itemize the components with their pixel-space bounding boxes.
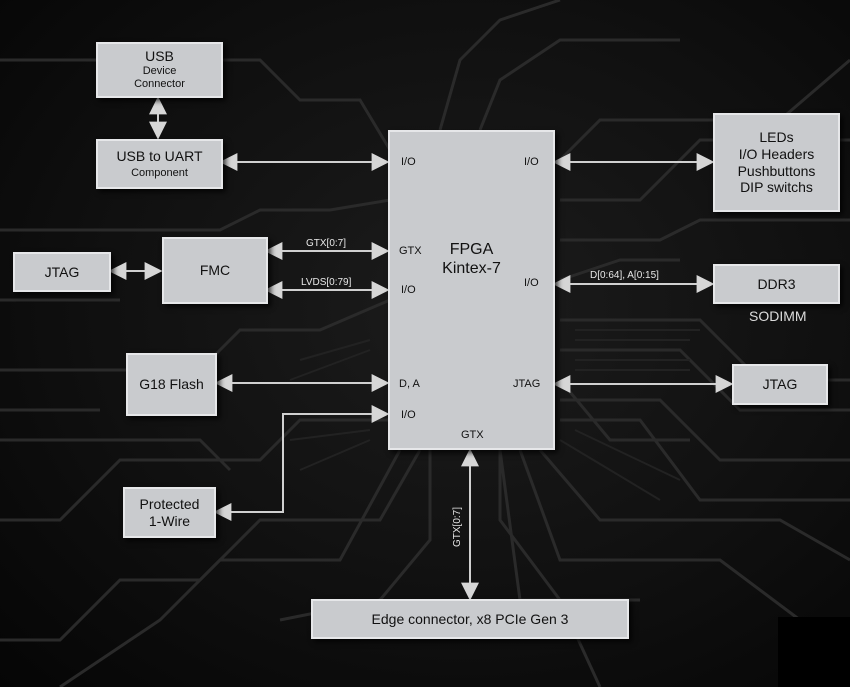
leds-io-block: LEDs I/O Headers Pushbuttons DIP switchs xyxy=(713,113,840,212)
fpga-port-io-right-mid: I/O xyxy=(524,277,539,289)
protected-1wire-block: Protected 1-Wire xyxy=(123,487,216,538)
wire-label-pcie-gtx: GTX[0:7] xyxy=(452,506,464,548)
fpga-port-io-right-top: I/O xyxy=(524,156,539,168)
wire-label-ddr3-bus: D[0:64], A[0:15] xyxy=(590,270,659,281)
leds-line4: DIP switchs xyxy=(740,179,813,196)
ddr3-block: DDR3 xyxy=(713,264,840,304)
fpga-title: FPGA xyxy=(449,241,494,258)
usb-to-uart-block: USB to UART Component xyxy=(96,139,223,189)
fpga-port-io-left-bottom: I/O xyxy=(401,409,416,421)
usb-device-line2: Device xyxy=(142,65,177,78)
edge-connector-label: Edge connector, x8 PCIe Gen 3 xyxy=(371,610,569,627)
fpga-port-io-left-mid: I/O xyxy=(401,284,416,296)
wire-label-fmc-lvds: LVDS[0:79] xyxy=(301,277,352,288)
leds-line3: Pushbuttons xyxy=(737,162,816,179)
g18-flash-block: G18 Flash xyxy=(126,353,217,416)
jtag-left-block: JTAG xyxy=(13,252,111,292)
jtag-right-block: JTAG xyxy=(732,364,828,405)
protected-line2: 1-Wire xyxy=(148,512,191,529)
jtag-left-label: JTAG xyxy=(44,263,80,280)
wire-protected-fpga xyxy=(213,405,390,521)
fmc-block: FMC xyxy=(162,237,268,304)
ddr3-sodimm-label: SODIMM xyxy=(749,308,807,324)
fpga-subtitle: Kintex-7 xyxy=(442,260,501,278)
g18-flash-label: G18 Flash xyxy=(139,376,204,393)
edge-connector-pcie-block: Edge connector, x8 PCIe Gen 3 xyxy=(311,599,629,639)
fpga-kintex7-block: FPGA Kintex-7 xyxy=(388,130,555,450)
usb-uart-title: USB to UART xyxy=(116,147,203,164)
leds-line2: I/O Headers xyxy=(738,145,815,162)
usb-device-line3: Connector xyxy=(134,78,185,91)
ddr3-label: DDR3 xyxy=(757,275,796,292)
leds-line1: LEDs xyxy=(759,128,794,145)
usb-device-connector-block: USB Device Connector xyxy=(96,42,223,98)
protected-line1: Protected xyxy=(139,495,200,512)
fpga-port-da-left: D, A xyxy=(399,378,420,390)
wire-label-fmc-gtx: GTX[0:7] xyxy=(306,238,347,249)
fmc-label: FMC xyxy=(199,262,231,279)
usb-uart-subtitle: Component xyxy=(131,167,188,180)
jtag-right-label: JTAG xyxy=(762,376,798,393)
corner-shade xyxy=(778,617,850,687)
fpga-port-io-left-top: I/O xyxy=(401,156,416,168)
fpga-port-gtx-bottom: GTX xyxy=(461,429,484,441)
fpga-port-jtag-right: JTAG xyxy=(513,378,541,390)
usb-device-title: USB xyxy=(145,48,174,65)
fpga-port-gtx-left: GTX xyxy=(399,245,422,257)
